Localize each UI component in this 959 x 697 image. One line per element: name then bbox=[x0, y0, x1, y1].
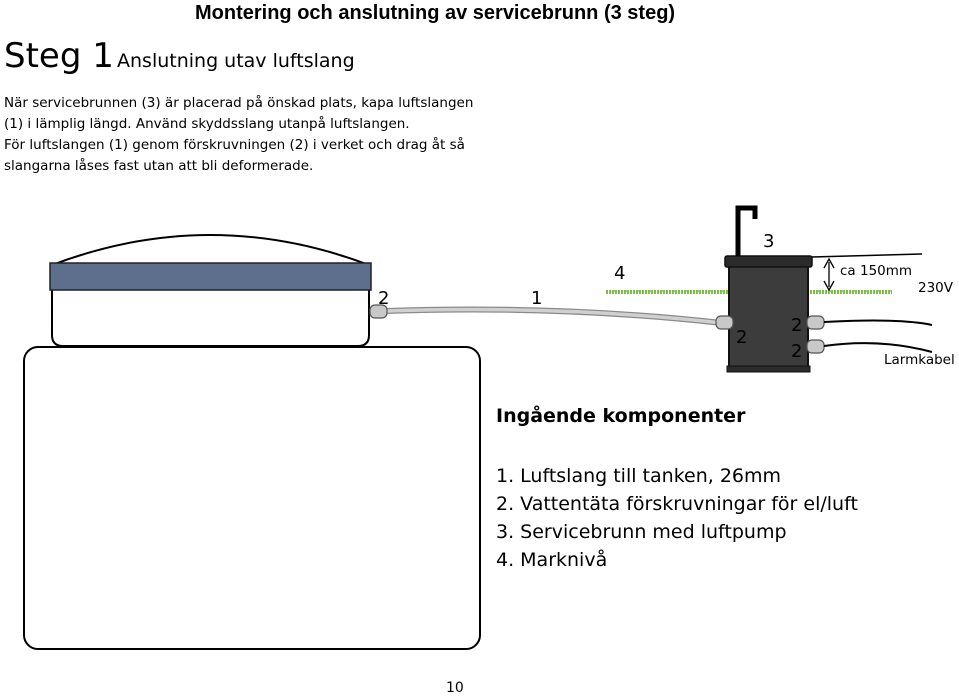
components-list: 1. Luftslang till tanken, 26mm 2. Vatten… bbox=[496, 462, 858, 574]
tank-lid bbox=[49, 262, 372, 291]
label-depth: ca 150mm bbox=[840, 263, 912, 279]
well-fitting-top bbox=[806, 315, 825, 330]
depth-arrow-head-down bbox=[823, 280, 835, 292]
tank-body bbox=[23, 346, 481, 650]
step-number: Steg 1 bbox=[4, 36, 114, 76]
components-heading: Ingående komponenter bbox=[496, 405, 746, 427]
depth-arrow-head-up bbox=[823, 257, 835, 269]
service-well-top bbox=[724, 255, 813, 268]
instruction-text: När servicebrunnen (3) är placerad på ön… bbox=[4, 93, 474, 177]
alarm-cable bbox=[823, 342, 933, 353]
air-hose-highlight bbox=[383, 307, 724, 325]
label-ground: 4 bbox=[614, 263, 625, 284]
list-item: 2. Vattentäta förskruvningar för el/luft bbox=[496, 493, 858, 515]
ventilation-pipe bbox=[735, 205, 758, 256]
service-well-bottom bbox=[726, 365, 811, 373]
step-heading: Anslutning utav luftslang bbox=[117, 50, 355, 72]
well-fitting-left bbox=[715, 315, 734, 330]
instruction-paragraph-2: För luftslangen (1) genom förskruvningen… bbox=[4, 137, 465, 174]
power-cable bbox=[823, 319, 933, 326]
list-item: 1. Luftslang till tanken, 26mm bbox=[496, 465, 782, 487]
depth-reference-line bbox=[811, 253, 923, 258]
instruction-paragraph-1: När servicebrunnen (3) är placerad på ön… bbox=[4, 95, 474, 132]
list-item: 3. Servicebrunn med luftpump bbox=[496, 521, 787, 543]
page-title: Montering och anslutning av servicebrunn… bbox=[195, 2, 676, 24]
label-fitting-well-left: 2 bbox=[736, 327, 747, 348]
label-service-well: 3 bbox=[763, 231, 774, 252]
label-fitting-well-top: 2 bbox=[791, 315, 802, 336]
tank-neck bbox=[51, 289, 370, 347]
label-alarm-cable: Larmkabel bbox=[884, 352, 955, 368]
tank-fitting bbox=[369, 304, 388, 319]
label-fitting-well-bottom: 2 bbox=[791, 341, 802, 362]
list-item: 4. Marknivå bbox=[496, 549, 608, 571]
well-fitting-bottom bbox=[806, 339, 825, 354]
tank-dome bbox=[51, 234, 370, 266]
label-air-hose: 1 bbox=[531, 288, 542, 309]
label-power: 230V bbox=[918, 280, 954, 296]
label-fitting-tank: 2 bbox=[378, 288, 389, 309]
page-number: 10 bbox=[446, 680, 464, 696]
